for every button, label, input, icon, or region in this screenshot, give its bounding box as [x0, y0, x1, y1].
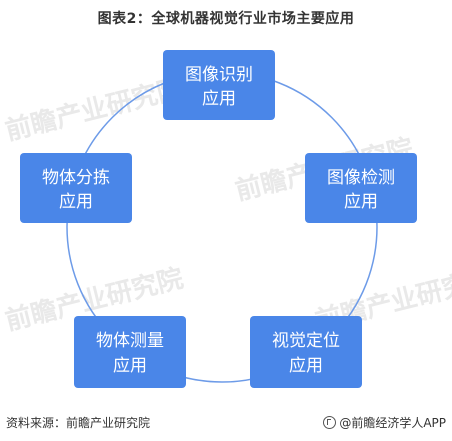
node-label-line1: 视觉定位 — [272, 331, 340, 351]
brand-credit: @前瞻经济学人APP — [323, 414, 446, 431]
node-label-line2: 应用 — [113, 356, 147, 376]
node-label-line2: 应用 — [344, 192, 378, 212]
node-object-sorting: 物体分拣 应用 — [20, 153, 132, 223]
node-label-line2: 应用 — [289, 356, 323, 376]
brand-logo-icon — [323, 416, 337, 429]
node-label-line2: 应用 — [202, 89, 236, 109]
node-box — [305, 153, 417, 223]
node-visual-positioning: 视觉定位 应用 — [250, 316, 362, 388]
node-label-line2: 应用 — [59, 192, 93, 212]
node-label-line1: 物体分拣 — [42, 168, 110, 188]
node-label-line1: 物体测量 — [96, 331, 164, 351]
node-box — [20, 153, 132, 223]
brand-credit-text: @前瞻经济学人APP — [339, 416, 446, 430]
node-label-line1: 图像识别 — [185, 65, 253, 85]
watermark-text: 前瞻产业研究院 — [2, 73, 186, 147]
node-image-inspection: 图像检测 应用 — [305, 153, 417, 223]
node-box — [163, 50, 275, 120]
node-box — [250, 316, 362, 388]
node-box — [74, 316, 186, 388]
chart-title: 图表2：全球机器视觉行业市场主要应用 — [97, 11, 355, 27]
source-note: 资料来源：前瞻产业研究院 — [6, 416, 151, 430]
node-object-measurement: 物体测量 应用 — [74, 316, 186, 388]
node-label-line1: 图像检测 — [327, 168, 395, 188]
node-image-recognition: 图像识别 应用 — [163, 50, 275, 120]
